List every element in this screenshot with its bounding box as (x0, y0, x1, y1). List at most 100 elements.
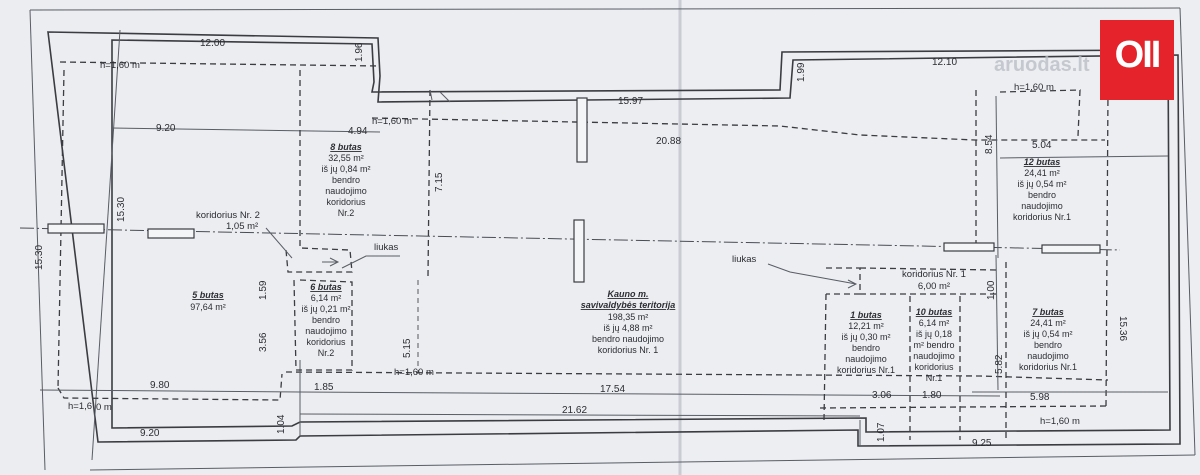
height-marker-bottom-left: h=1,6 (68, 401, 92, 412)
sheet-frame-top (29, 7, 1181, 11)
height-marker-bottom-left-suffix: 0 m (96, 402, 112, 413)
ridge-axis-line (19, 227, 1121, 251)
dim-504: 5.04 (1032, 140, 1052, 151)
corridor1-area: 6,00 m² (918, 281, 950, 292)
dim-180: 1.80 (922, 390, 942, 401)
room6-title: 6 butas (310, 282, 342, 292)
height-marker-top-left: h=1,60 m (100, 60, 140, 71)
room8-title: 8 butas (330, 142, 362, 152)
inner-wall (111, 39, 1171, 433)
right-vertical-guide (995, 95, 999, 259)
room1-line2: bendro (852, 343, 880, 353)
room7-line3: naudojimo (1027, 351, 1069, 361)
dim-guide-980 (39, 389, 301, 393)
room1-left-wall (823, 293, 827, 421)
dim-598: 5.98 (1030, 392, 1050, 403)
hatch-label-right: liukas (732, 254, 757, 265)
height-marker-lower: h=1,60 m (394, 367, 434, 378)
room12-line3: naudojimo (1021, 201, 1063, 211)
beam-left-inner (147, 228, 195, 239)
room7-line2: bendro (1034, 340, 1062, 350)
room7-title: 7 butas (1032, 307, 1064, 317)
room12-area: 24,41 m² (1024, 168, 1060, 178)
dim-356: 3.56 (258, 332, 269, 352)
room8-shared: iš jų 0,84 m² (321, 164, 370, 174)
dim-guide-2162 (299, 413, 861, 417)
room10-shared: iš jų 0,18 (916, 329, 952, 339)
room12-title: 12 butas (1024, 157, 1061, 167)
dim-1210: 12.10 (932, 57, 957, 68)
brand-logo[interactable]: OII (1100, 20, 1174, 100)
room12-line2: bendro (1028, 190, 1056, 200)
dim-2088: 20.88 (656, 136, 681, 147)
arrow-koridorius2 (265, 227, 293, 259)
dim-159: 1.59 (258, 280, 269, 300)
leader-liukas-right (767, 263, 858, 289)
room10-area: 6,14 m² (919, 318, 950, 328)
dim-1530-inner: 15.30 (116, 197, 127, 222)
corridor1-top (859, 267, 999, 271)
roof-line-upper (371, 117, 1105, 141)
dim-920-top: 9.20 (156, 123, 176, 134)
dim-854: 8.54 (984, 134, 995, 154)
leader-liukas-left (341, 255, 400, 269)
dim-guide-920 (111, 127, 381, 133)
dim-guide-582 (995, 254, 999, 391)
room7-shared: iš jų 0,54 m² (1023, 329, 1072, 339)
room10-line4: koridorius (914, 362, 954, 372)
room8-line4: koridorius (326, 197, 366, 207)
height-marker-bottom-right: h=1,60 m (1040, 416, 1080, 427)
hatch-label-left: liukas (374, 242, 399, 253)
room6-line2: bendro (312, 315, 340, 325)
municipality-line3: koridorius Nr. 1 (598, 345, 659, 355)
room6-shared: iš jų 0,21 m² (301, 304, 350, 314)
roof-line-bottom-right (819, 405, 1109, 409)
room1-line3: naudojimo (845, 354, 887, 364)
dim-2162: 21.62 (562, 405, 587, 416)
room6-partition (293, 279, 353, 371)
dim-306: 3.06 (872, 390, 892, 401)
dim-107: 1.07 (876, 422, 887, 442)
roof-line-lower (285, 371, 1109, 381)
room12-line4: koridorius Nr.1 (1013, 212, 1071, 222)
corner-mark (429, 89, 451, 103)
room10-line5: Nr.1 (926, 373, 943, 383)
dim-196: 1.96 (354, 42, 365, 62)
room5-area: 97,64 m² (190, 302, 226, 312)
room10-line3: naudojimo (913, 351, 955, 361)
dim-guide-504 (999, 155, 1169, 159)
room10-title: 10 butas (916, 307, 953, 317)
watermark: aruodas.lt (994, 54, 1090, 76)
paper-left-sheet (0, 0, 680, 475)
dim-185: 1.85 (314, 382, 334, 393)
roof-line-left-vertical (57, 69, 65, 389)
dim-199: 1.99 (796, 62, 807, 82)
sheet-frame-left (29, 9, 46, 471)
municipality-shared: iš jų 4,88 m² (603, 323, 652, 333)
municipality-title-line2: savivaldybės teritorija (581, 300, 676, 310)
dim-515: 5.15 (402, 338, 413, 358)
room6-line5: Nr.2 (318, 348, 335, 358)
dim-1200: 12.00 (200, 38, 225, 49)
room8-line2: bendro (332, 175, 360, 185)
dim-100: 1.00 (986, 280, 997, 300)
dim-1597: 15.97 (618, 96, 643, 107)
corridor2-area: 1,05 m² (226, 221, 258, 232)
outer-wall (47, 31, 1181, 447)
sheet-frame-bottom (89, 454, 1196, 471)
room6-line4: koridorius (306, 337, 346, 347)
room12-shared: iš jų 0,54 m² (1017, 179, 1066, 189)
height-marker-top-right: h=1,60 m (1014, 82, 1054, 93)
height-marker-upper: h=1,60 m (372, 116, 412, 127)
chimney-upper (576, 97, 588, 163)
chimney-lower (573, 219, 585, 283)
roof-line-top-right (999, 89, 1081, 137)
dim-925: 9.25 (972, 438, 992, 449)
roof-line-bottom-left (57, 373, 283, 401)
room6-area: 6,14 m² (311, 293, 342, 303)
room7-line4: koridorius Nr.1 (1019, 362, 1077, 372)
dim-980: 9.80 (150, 380, 170, 391)
roof-line-right-vertical (1105, 89, 1109, 407)
municipality-line2: bendro naudojimo (592, 334, 664, 344)
